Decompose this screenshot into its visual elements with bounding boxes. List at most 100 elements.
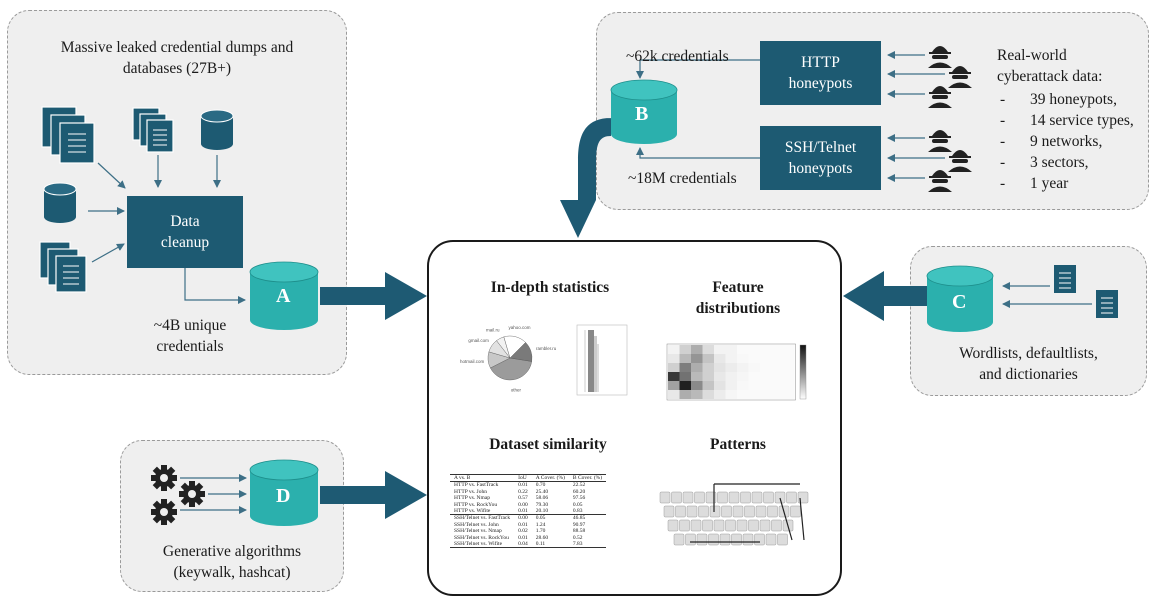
hacker-icon — [928, 86, 952, 108]
table-cell: 1.24 — [535, 521, 546, 528]
pattern-stroke — [799, 497, 805, 541]
database-a — [249, 261, 319, 330]
heatmap-cell — [737, 354, 749, 363]
arrow-d-to-center — [320, 471, 427, 519]
keyboard-key — [786, 491, 797, 504]
hacker-icon — [928, 46, 952, 68]
keyboard-key — [790, 505, 801, 518]
document-stack-icon — [41, 106, 95, 164]
database-b — [610, 79, 678, 144]
heatmap-cell — [737, 363, 749, 372]
heatmap-cell — [725, 381, 737, 390]
keyboard-key — [732, 505, 744, 518]
keyboard-key — [774, 491, 786, 504]
table-cell: 58.06 — [535, 495, 549, 502]
dataset-similarity-title: Dataset similarity — [489, 436, 607, 453]
heatmap-cell — [748, 345, 760, 354]
heatmap-cell — [783, 345, 795, 354]
panel-c-caption-line1: Wordlists, defaultlists, — [959, 345, 1098, 362]
table-cell: HTTP vs. RockYou — [454, 501, 498, 508]
table-cell: 7.83 — [568, 541, 607, 549]
table-cell: SSH/Telnet vs. John — [454, 521, 499, 528]
keyboard-key — [721, 505, 732, 518]
heatmap-cell — [771, 372, 783, 381]
feature-distributions-title-line1: Feature — [712, 279, 764, 296]
heatmap-cell — [668, 372, 680, 381]
keyboard-key — [797, 491, 809, 504]
keyboard-key — [698, 505, 709, 518]
table-cell: 0.70 — [535, 482, 546, 489]
keyboard-key — [736, 519, 748, 532]
keyboard-key — [771, 519, 782, 532]
document-icon — [1054, 265, 1076, 293]
table-header: A vs. B — [450, 473, 515, 483]
heatmap-cell — [760, 390, 772, 399]
bar-chart-thumbnail — [576, 324, 628, 396]
database-d — [249, 459, 319, 526]
table-cell: 97.56 — [572, 495, 586, 502]
arrow-b-to-center — [560, 100, 611, 238]
database-icon — [200, 109, 234, 150]
heatmap-cell — [771, 363, 783, 372]
table-cell: 0.52 — [572, 534, 583, 541]
arrow-c-to-center — [843, 271, 927, 321]
table-cell: 0.57 — [518, 495, 528, 502]
database-c — [926, 265, 994, 332]
heatmap-cell — [702, 372, 714, 381]
honeypot-stat-item: 9 networks, — [1000, 131, 1134, 152]
honeypot-stat-item: 3 sectors, — [1000, 152, 1134, 173]
http-box-line2: honeypots — [788, 75, 853, 92]
table-cell: 0.83 — [572, 508, 583, 515]
keyboard-key — [719, 533, 731, 546]
table-cell: 28.60 — [535, 534, 549, 541]
heatmap-cell — [702, 363, 714, 372]
keyboard-key — [731, 533, 742, 546]
table-header: IoU — [514, 473, 532, 483]
heatmap-cell — [748, 372, 760, 381]
table-header: B Cover. (%) — [568, 473, 607, 483]
heatmap-cell — [783, 381, 795, 390]
table-row: HTTP vs. Nmap 0.57 58.06 97.56 — [450, 495, 606, 501]
keyboard-key — [663, 505, 675, 518]
patterns-title: Patterns — [710, 436, 766, 453]
heatmap-cell — [748, 354, 760, 363]
feature-distributions-title-line2: distributions — [695, 300, 781, 317]
keyboard-key — [708, 533, 719, 546]
table-cell: HTTP vs. Nmap — [454, 495, 491, 502]
heatmap-cell — [702, 345, 714, 354]
honeypot-stat-item: 39 honeypots, — [1000, 89, 1134, 110]
keyboard-key — [767, 505, 778, 518]
panel-a-title-line2: databases (27B+) — [122, 60, 232, 77]
keyboard-key — [679, 519, 690, 532]
keyboard-key — [694, 491, 705, 504]
keyboard-key — [754, 533, 765, 546]
realworld-line1: Real-world — [997, 47, 1067, 64]
ssh-box-line1: SSH/Telnet — [784, 139, 857, 156]
keyboard-key — [763, 491, 774, 504]
gear-icon — [151, 499, 177, 525]
data-cleanup-line1: Data — [170, 213, 200, 230]
heatmap-cell — [748, 381, 760, 390]
http-credential-count: ~62k credentials — [626, 48, 729, 65]
table-cell: HTTP vs. Wifite — [454, 508, 491, 515]
table-cell: 20.10 — [535, 508, 549, 515]
heatmap-cell — [737, 372, 749, 381]
keyboard-key — [686, 505, 698, 518]
heatmap-cell — [714, 381, 726, 390]
http-honeypots-box: HTTP honeypots — [760, 41, 881, 105]
dataset-similarity-table: A vs. B IoU A Cover. (%) B Cover. (%) HT… — [450, 473, 607, 549]
keyboard-key — [682, 491, 694, 504]
table-cell: 0.04 — [514, 541, 532, 549]
heatmap-cell — [668, 363, 680, 372]
pie-slice — [490, 357, 532, 381]
honeypot-stats-list: 39 honeypots, 14 service types, 9 networ… — [1000, 89, 1134, 194]
ssh-credential-count: ~18M credentials — [628, 170, 737, 187]
heatmap-cell — [691, 345, 703, 354]
heatmap-cell — [679, 381, 691, 390]
